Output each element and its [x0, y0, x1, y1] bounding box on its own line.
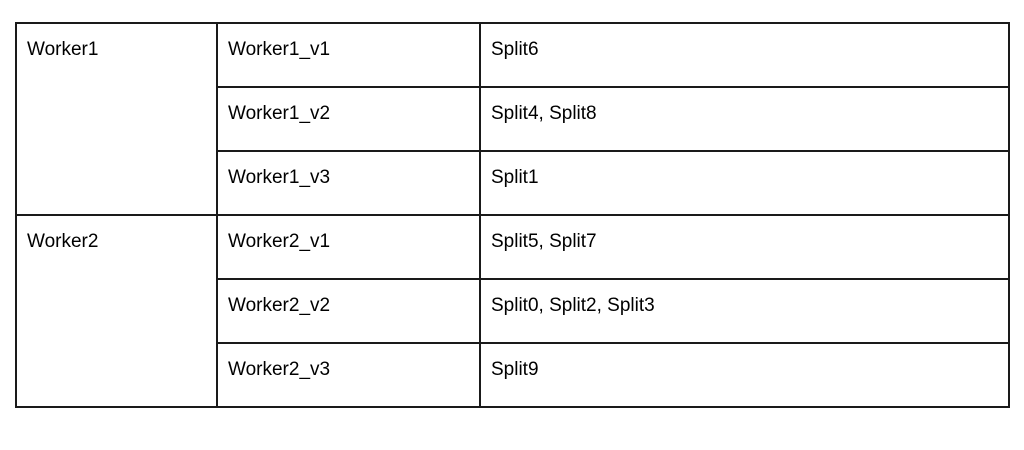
- splits-cell: Split1: [479, 150, 1010, 216]
- version-cell: Worker2_v3: [216, 342, 481, 408]
- version-cell: Worker1_v1: [216, 22, 481, 88]
- splits-cell: Split9: [479, 342, 1010, 408]
- version-cell: Worker2_v2: [216, 278, 481, 344]
- table-row: Worker1_v3 Split1: [16, 150, 1010, 216]
- splits-cell: Split4, Split8: [479, 86, 1010, 152]
- splits-cell: Split6: [479, 22, 1010, 88]
- table-row: Worker2_v3 Split9: [16, 342, 1010, 408]
- worker-cell: Worker1: [15, 22, 218, 216]
- version-cell: Worker2_v1: [216, 214, 481, 280]
- worker-split-table: Worker1 Worker1_v1 Split6 Worker1_v2 Spl…: [15, 22, 1010, 408]
- table-row: Worker1 Worker1_v1 Split6: [15, 22, 1010, 216]
- splits-cell: Split0, Split2, Split3: [479, 278, 1010, 344]
- splits-cell: Split5, Split7: [479, 214, 1010, 280]
- table-row: Worker1_v2 Split4, Split8: [16, 86, 1010, 152]
- version-cell: Worker1_v3: [216, 150, 481, 216]
- table-row: Worker2 Worker2_v1 Split5, Split7: [15, 214, 1010, 408]
- worker-cell: Worker2: [15, 214, 218, 408]
- version-cell: Worker1_v2: [216, 86, 481, 152]
- table-row: Worker2_v2 Split0, Split2, Split3: [16, 278, 1010, 344]
